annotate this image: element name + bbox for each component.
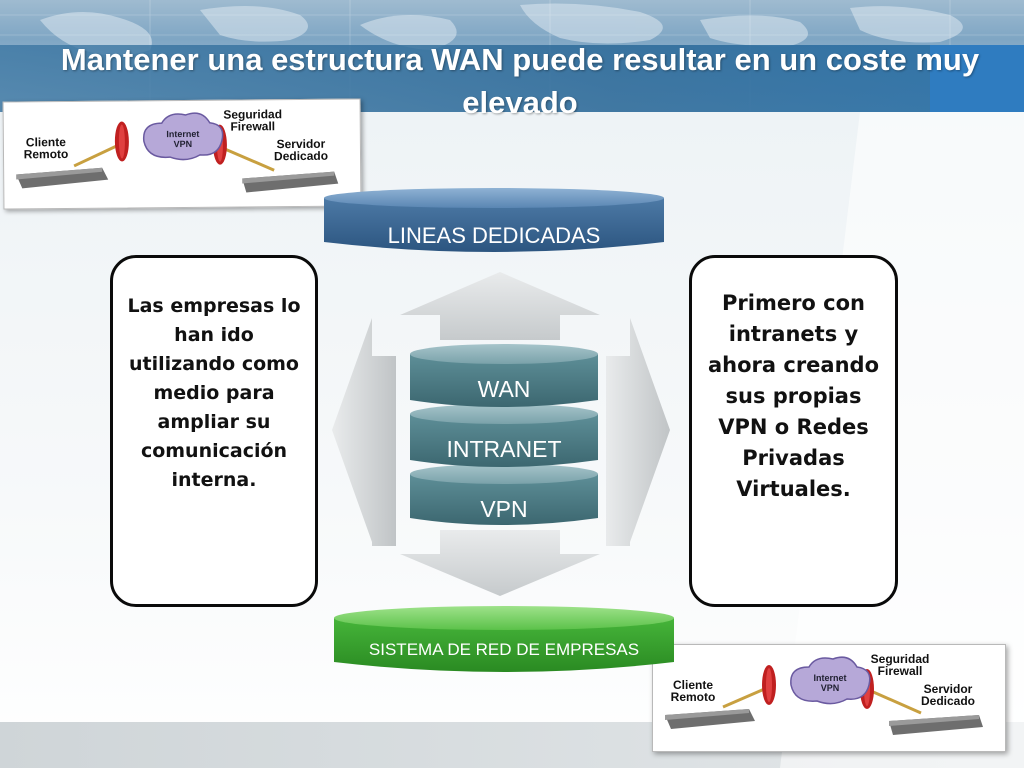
center-graphic [332, 272, 670, 596]
stack-label-vpn: VPN [480, 496, 528, 522]
right-text: Primero con intranets y ahora creando su… [707, 291, 879, 501]
banner-top-label: LINEAS DEDICADAS [387, 223, 601, 248]
arrow-left-icon [332, 318, 396, 546]
disc-intranet [410, 404, 598, 467]
left-text: Las empresas lo han ido utilizando como … [127, 295, 301, 491]
world-map [0, 0, 1024, 112]
left-text-box: Las empresas lo han ido utilizando como … [110, 255, 318, 607]
arrow-right-icon [606, 318, 670, 546]
vpn-cloud-icon [790, 656, 871, 705]
disc-vpn [410, 464, 598, 525]
right-text-box: Primero con intranets y ahora creando su… [689, 255, 898, 607]
banner-sistema-red: SISTEMA DE RED DE EMPRESAS [332, 604, 676, 678]
banner-bottom-label: SISTEMA DE RED DE EMPRESAS [368, 640, 640, 659]
stack-label-wan: WAN [477, 376, 531, 402]
banner-lineas-dedicadas: LINEAS DEDICADAS [322, 186, 666, 256]
arrow-down-icon [400, 530, 600, 596]
page-title: Mantener una estructura WAN puede result… [60, 42, 980, 118]
disc-wan [410, 344, 598, 407]
arrow-up-icon [400, 272, 600, 340]
header-accent-block [930, 45, 1024, 112]
vpn-cloud-icon [142, 112, 224, 161]
stack-label-intranet: INTRANET [446, 436, 562, 462]
